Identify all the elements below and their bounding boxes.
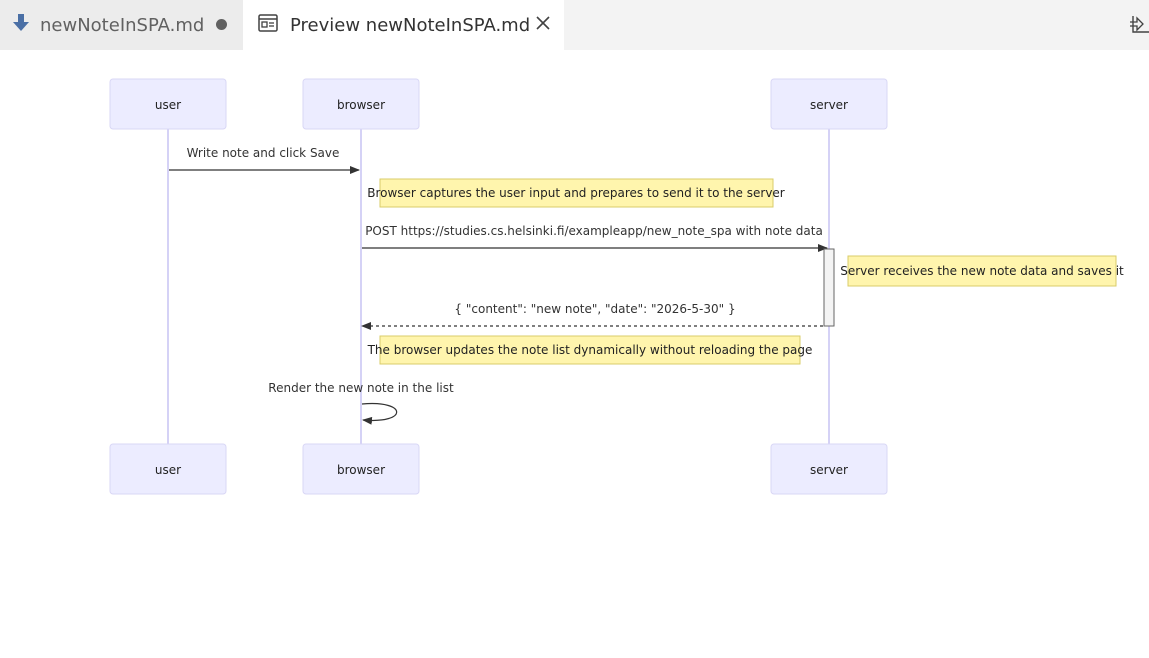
editor-tab-bar: newNoteInSPA.md Preview newNoteInSPA.md — [0, 0, 1149, 50]
note-text: Browser captures the user input and prep… — [367, 186, 785, 200]
actor-browser-bottom: browser — [302, 443, 420, 495]
tab-newnoteinspa-md[interactable]: newNoteInSPA.md — [0, 0, 243, 50]
sequence-diagram: user browser server Write note and click… — [109, 78, 1124, 495]
actor-browser-top: browser — [302, 78, 420, 130]
server-activation-bar — [823, 248, 835, 327]
message-label: { "content": "new note", "date": "2026-5… — [454, 302, 735, 316]
message-label: Render the new note in the list — [268, 381, 454, 395]
note-browser-captures: Browser captures the user input and prep… — [367, 178, 785, 208]
message-label: Write note and click Save — [187, 146, 340, 160]
note-browser-updates: The browser updates the note list dynami… — [367, 335, 813, 365]
preview-icon — [258, 13, 278, 37]
actor-label: browser — [337, 98, 385, 112]
note-text: Server receives the new note data and sa… — [840, 264, 1124, 278]
actor-user-top: user — [109, 78, 227, 130]
note-text: The browser updates the note list dynami… — [367, 343, 813, 357]
markdown-down-arrow-icon — [12, 13, 30, 38]
self-message-arrow — [361, 402, 397, 425]
close-icon[interactable] — [535, 15, 551, 31]
actor-server-bottom: server — [770, 443, 888, 495]
message-label: POST https://studies.cs.helsinki.fi/exam… — [365, 224, 823, 238]
unsaved-changes-dot-icon[interactable] — [216, 19, 227, 30]
actor-label: server — [810, 463, 848, 477]
tab-preview-newnoteinspa-md[interactable]: Preview newNoteInSPA.md — [243, 0, 564, 50]
tab-label: newNoteInSPA.md — [40, 14, 205, 36]
actor-label: server — [810, 98, 848, 112]
actor-user-bottom: user — [109, 443, 227, 495]
actor-label: browser — [337, 463, 385, 477]
open-source-icon[interactable] — [1129, 12, 1149, 36]
note-server-saves: Server receives the new note data and sa… — [840, 255, 1124, 287]
actor-label: user — [155, 463, 181, 477]
actor-server-top: server — [770, 78, 888, 130]
tab-label: Preview newNoteInSPA.md — [290, 14, 531, 36]
actor-label: user — [155, 98, 181, 112]
